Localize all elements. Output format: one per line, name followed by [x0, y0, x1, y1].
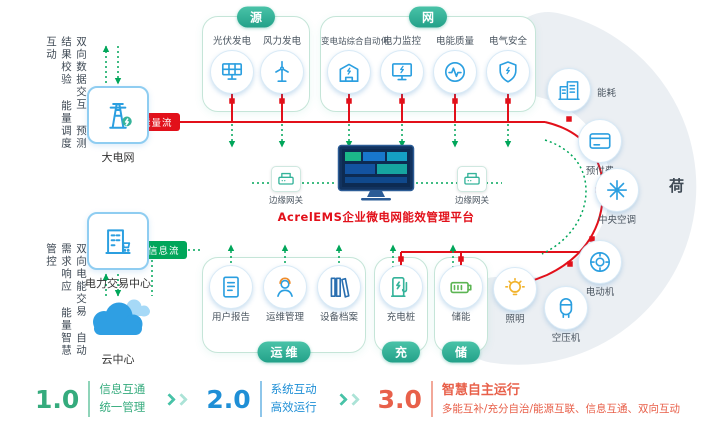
solar-panel-icon — [210, 50, 254, 94]
electrical-safety-icon — [486, 50, 530, 94]
node-label: 中央空调 — [597, 215, 636, 226]
node-electrical-safety: 电气安全 — [480, 36, 536, 94]
note: 自动需求响应 — [60, 243, 87, 357]
node-label: 储能 — [451, 312, 471, 323]
node-label: 照明 — [505, 314, 525, 325]
entity-label: 云中心 — [101, 353, 135, 366]
node-label: 电力监控 — [382, 36, 421, 47]
legend-item-1: 1.0 信息互通 统一管理 — [35, 381, 146, 418]
power-monitor-icon — [380, 50, 424, 94]
legend-item-3: 3.0 智慧自主运行 多能互补/充分自治/能源互联、信息互通、双向互动 — [377, 381, 680, 418]
note: 双向数据交互 — [75, 36, 87, 111]
battery-icon — [439, 265, 483, 309]
node-label: 变电站综合自动化 — [321, 37, 390, 47]
gateway-label: 边缘网关 — [454, 196, 489, 206]
hvac-icon — [595, 168, 639, 212]
note: 预测结果校验 — [60, 36, 87, 150]
node-energy-consumption: 能耗 — [541, 68, 616, 112]
node-label: 空压机 — [551, 333, 581, 344]
bottom-notes: 双向电能交易 自动需求响应 能量智慧管控 — [44, 243, 89, 367]
ev-charger-icon — [379, 265, 423, 309]
node-battery-storage: 储能 — [433, 265, 489, 324]
chevron-right-icon — [334, 392, 360, 406]
node-label: 电气安全 — [488, 36, 527, 47]
substation-icon — [327, 50, 371, 94]
node-equipment-archive: 设备档案 — [311, 265, 367, 324]
node-om-management: 运维管理 — [257, 265, 313, 324]
light-bulb-icon — [493, 267, 537, 311]
gateway-icon — [457, 166, 487, 192]
entity-trading-center: 电力交易中心 — [76, 212, 160, 291]
maintenance-worker-icon — [263, 265, 307, 309]
prepaid-card-icon — [578, 119, 622, 163]
node-ev-charger: 充电桩 — [373, 265, 429, 324]
node-air-compressor: 空压机 — [538, 286, 594, 345]
node-label: 运维管理 — [265, 312, 304, 323]
load-group-title: 荷 — [669, 177, 685, 195]
legend-line: 多能互补/充分自治/能源互联、信息互通、双向互动 — [441, 403, 680, 416]
power-quality-icon — [433, 50, 477, 94]
node-power-quality: 电能质量 — [427, 36, 483, 94]
gateway-label: 边缘网关 — [268, 196, 303, 206]
entity-label: 大电网 — [101, 151, 135, 164]
node-label: 能耗 — [597, 88, 617, 99]
top-notes: 双向数据交互 预测结果校验 能量调度互动 — [44, 36, 89, 160]
node-label: 充电桩 — [386, 312, 416, 323]
legend-text: 系统互动 高效运行 — [259, 381, 317, 418]
node-lighting: 照明 — [487, 267, 543, 326]
report-icon — [209, 265, 253, 309]
legend-version: 1.0 — [35, 384, 80, 414]
node-power-monitoring: 电力监控 — [374, 36, 430, 94]
legend-text: 信息互通 统一管理 — [88, 381, 146, 418]
panel-storage-title: 储 — [441, 341, 481, 363]
legend-line: 高效运行 — [270, 400, 317, 415]
legend-item-2: 2.0 系统互动 高效运行 — [206, 381, 317, 418]
legend-version: 2.0 — [206, 384, 251, 414]
node-solar: 光伏发电 — [204, 36, 260, 94]
node-central-ac: 中央空调 — [589, 168, 645, 227]
entity-power-grid: 大电网 — [76, 86, 160, 165]
gateway-icon — [271, 166, 301, 192]
legend-text: 智慧自主运行 多能互补/充分自治/能源互联、信息互通、双向互动 — [430, 381, 680, 418]
legend-line: 信息互通 — [99, 382, 146, 397]
entity-label: 电力交易中心 — [85, 277, 151, 290]
buildings-icon — [547, 68, 591, 112]
note: 双向电能交易 — [75, 243, 87, 318]
legend-version: 3.0 — [377, 384, 422, 414]
node-label: 设备档案 — [319, 312, 358, 323]
node-label: 风力发电 — [262, 36, 301, 47]
node-user-report: 用户报告 — [203, 265, 259, 324]
node-substation: 变电站综合自动化 — [321, 36, 390, 94]
panel-source-title: 源 — [236, 6, 276, 28]
air-compressor-icon — [544, 286, 588, 330]
note: 能量智慧管控 — [45, 243, 72, 357]
cloud-icon — [93, 299, 150, 335]
motor-icon — [578, 240, 622, 284]
note: 能量调度互动 — [45, 36, 72, 150]
platform-title: AcrelEMS企业微电网能效管理平台 — [277, 210, 475, 224]
edge-gateway-right: 边缘网关 — [442, 166, 502, 206]
panel-grid-title: 网 — [408, 6, 448, 28]
node-label: 用户报告 — [211, 312, 250, 323]
entity-cloud-center: 云中心 — [76, 294, 160, 367]
trade-building-icon — [87, 212, 149, 270]
platform-monitor-screen — [337, 144, 415, 206]
wind-turbine-icon — [260, 50, 304, 94]
chevron-right-icon — [163, 392, 189, 406]
node-label: 电能质量 — [435, 36, 474, 47]
equipment-archive-icon — [317, 265, 361, 309]
transmission-tower-icon — [87, 86, 149, 144]
legend-line: 智慧自主运行 — [441, 383, 520, 398]
node-wind: 风力发电 — [254, 36, 310, 94]
panel-charge-title: 充 — [381, 341, 421, 363]
legend-line: 统一管理 — [99, 400, 146, 415]
legend-line: 系统互动 — [270, 382, 317, 397]
node-label: 光伏发电 — [212, 36, 251, 47]
panel-om-title: 运维 — [257, 341, 311, 363]
edge-gateway-left: 边缘网关 — [256, 166, 316, 206]
maturity-legend: 1.0 信息互通 统一管理 2.0 系统互动 高效运行 3.0 智慧自主运行 多… — [0, 381, 715, 418]
